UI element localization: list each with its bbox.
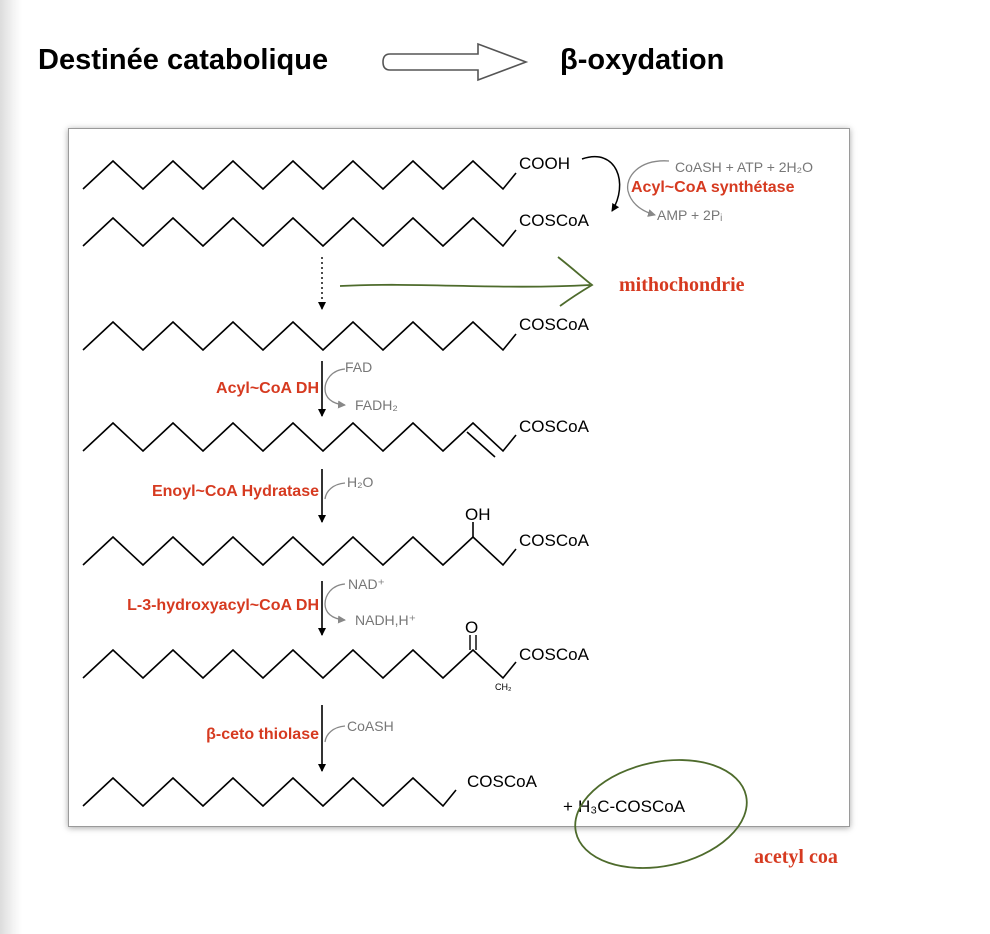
synthetase-output-cofactors: AMP + 2Pᵢ [657,207,722,223]
methylene-label: CH₂ [495,682,512,692]
page-edge-shade [0,0,22,934]
water-cofactor-arc [324,482,346,500]
double-bond [466,431,496,458]
cofactor-fadh2: FADH₂ [355,397,398,413]
acetyl-coa-formula: H₃C-COSCoA [578,797,686,816]
enoyl-coa-chain [82,421,517,453]
ketoacyl-coa-chain [82,648,517,680]
mitochondrial-acyl-coa-chain [82,320,517,352]
coscoa-label-2: COSCoA [519,315,590,334]
cofactor-nad: NAD⁺ [348,576,385,592]
cofactor-coash: CoASH [347,718,394,734]
acetyl-coa-annotation: acetyl coa [754,846,838,868]
shortened-acyl-coa-chain [82,776,457,808]
mitochondria-annotation: mithochondrie [619,274,745,296]
fatty-acid-chain [82,159,517,191]
coscoa-label-5: COSCoA [519,645,590,664]
synthetase-cofactor-arc [626,160,670,217]
enzyme-l3-hydroxyacyl-coa-dh: L-3-hydroxyacyl~CoA DH [127,597,319,614]
beta-oxidation-diagram: COOH COSCoA COSCoA COSCoA OH COSCoA O CO… [68,128,850,827]
coscoa-label-4: COSCoA [519,531,590,550]
cofactor-fad: FAD [345,359,372,375]
carbonyl-oxygen-label: O [465,618,478,637]
catabolic-fate-title: Destinée catabolique [38,44,329,76]
coscoa-label-1: COSCoA [519,211,590,230]
plus-sign: + [563,797,573,816]
enzyme-beta-ceto-thiolase: β-ceto thiolase [206,726,319,743]
cofactor-water: H₂O [347,474,374,490]
enzyme-enoyl-coa-hydratase: Enoyl~CoA Hydratase [152,483,319,500]
acyl-coa-chain [82,216,517,248]
beta-oxidation-title: β-oxydation [560,44,725,76]
coscoa-label-6: COSCoA [467,772,538,791]
coscoa-label-3: COSCoA [519,417,590,436]
nad-cofactor-arc [324,583,346,624]
carboxyl-group-label: COOH [519,154,570,173]
fad-cofactor-arc [324,368,346,409]
coash-cofactor-arc [324,725,346,743]
enzyme-acyl-coa-dh: Acyl~CoA DH [216,380,319,397]
hydroxyl-label: OH [465,505,491,524]
activation-curved-arrow [581,156,621,212]
hollow-right-arrow-icon [382,42,529,82]
enzyme-acyl-coa-synthetase: Acyl~CoA synthétase [631,179,795,196]
hydroxyacyl-coa-chain [82,535,517,567]
synthetase-input-cofactors: CoASH + ATP + 2H₂O [675,159,813,175]
cofactor-nadh: NADH,H⁺ [355,612,416,628]
